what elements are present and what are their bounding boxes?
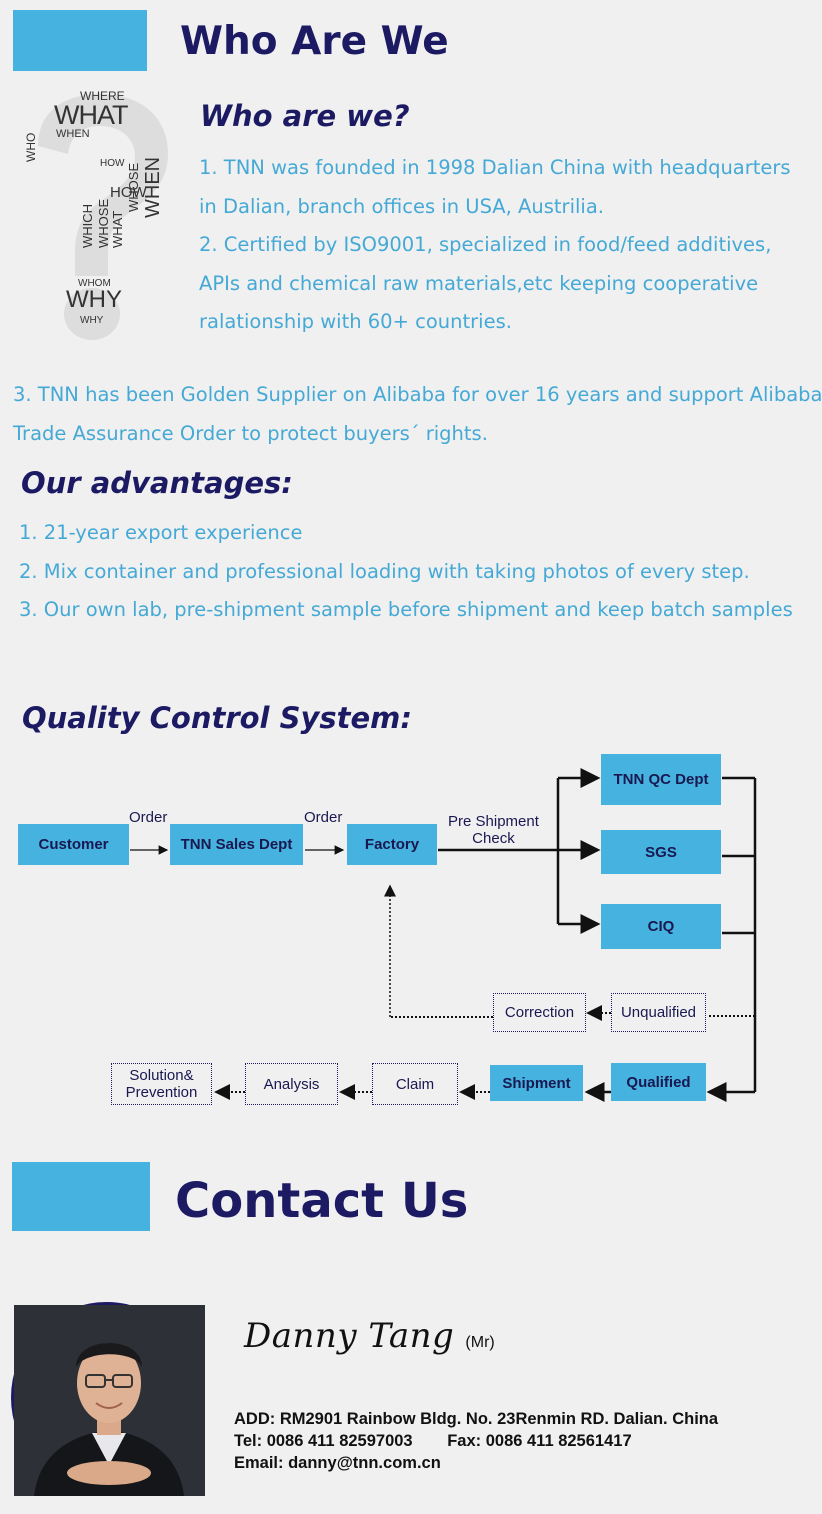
contact-fax: Fax: 0086 411 82561417 [447, 1432, 632, 1450]
node-solution-line2: Prevention [125, 1084, 198, 1101]
label-pre-shipment-line1: Pre Shipment [448, 813, 539, 830]
node-shipment: Shipment [490, 1065, 583, 1101]
label-pre-shipment: Pre Shipment Check [448, 813, 539, 847]
contact-name: Danny Tang (Mr) [244, 1316, 495, 1356]
word-which: WHICH [80, 203, 95, 248]
advantages-heading: Our advantages: [21, 466, 293, 500]
section-marker-who [13, 10, 147, 71]
advantage-item: 3. Our own lab, pre-shipment sample befo… [19, 598, 793, 621]
word-why-2: WHY [80, 315, 104, 326]
who-are-we-heading: Who Are We [180, 19, 449, 64]
node-qualified: Qualified [611, 1063, 706, 1101]
who-point-line: Trade Assurance Order to protect buyers´… [13, 421, 488, 445]
contact-name-signature: Danny Tang [244, 1316, 455, 1356]
node-claim: Claim [372, 1063, 458, 1105]
word-who: WHO [24, 132, 38, 162]
qc-flow-diagram: Customer TNN Sales Dept Factory Order Or… [0, 740, 800, 1120]
word-how-1: HOW [100, 158, 125, 169]
node-sgs: SGS [601, 830, 721, 874]
question-mark-graphic [38, 94, 168, 340]
advantage-item: 2. Mix container and professional loadin… [19, 559, 750, 583]
question-mark-word-cloud: WHERE WHAT WHEN WHO HOW WHOSE WHEN HOW W… [20, 86, 180, 346]
contact-details: ADD: RM2901 Rainbow Bldg. No. 23Renmin R… [234, 1408, 718, 1474]
word-whose-2: WHOSE [96, 198, 111, 248]
node-analysis: Analysis [245, 1063, 338, 1105]
who-point-3: 3. TNN has been Golden Supplier on Aliba… [13, 376, 822, 453]
node-unqualified: Unqualified [611, 993, 706, 1032]
avatar [11, 1302, 205, 1496]
word-whom: WHOM [78, 278, 111, 289]
contact-us-heading: Contact Us [175, 1173, 469, 1229]
word-why: WHY [66, 286, 122, 313]
label-order-2: Order [304, 809, 343, 826]
who-are-we-subheading: Who are we? [200, 99, 410, 133]
who-point-line: 1. TNN was founded in 1998 Dalian China … [199, 156, 791, 179]
word-where: WHERE [80, 89, 125, 103]
word-how-2: HOW [110, 184, 147, 201]
word-when: WHEN [56, 128, 90, 140]
contact-tel: Tel: 0086 411 82597003 [234, 1432, 413, 1450]
who-points: 1. TNN was founded in 1998 Dalian China … [199, 149, 791, 342]
advantage-item: 1. 21-year export experience [19, 521, 303, 544]
who-point-line: in Dalian, branch offices in USA, Austri… [199, 194, 604, 218]
portrait-illustration [14, 1305, 205, 1496]
who-point-line: APIs and chemical raw materials,etc keep… [199, 271, 759, 295]
who-point-line: 3. TNN has been Golden Supplier on Aliba… [13, 383, 822, 406]
section-marker-contact [12, 1162, 150, 1231]
who-point-line: 2. Certified by ISO9001, specialized in … [199, 233, 772, 256]
node-qc-dept: TNN QC Dept [601, 754, 721, 805]
word-what-2: WHAT [110, 210, 125, 248]
node-customer: Customer [18, 824, 129, 865]
who-point-line: ralationship with 60+ countries. [199, 310, 512, 333]
word-what: WHAT [54, 100, 128, 130]
node-solution-line1: Solution& [129, 1067, 194, 1084]
qc-heading: Quality Control System: [22, 701, 412, 735]
contact-email[interactable]: Email: danny@tnn.com.cn [234, 1454, 441, 1472]
contact-phone-row: Tel: 0086 411 82597003 Fax: 0086 411 825… [234, 1430, 718, 1452]
advantages-list: 1. 21-year export experience 2. Mix cont… [19, 514, 793, 630]
contact-address: ADD: RM2901 Rainbow Bldg. No. 23Renmin R… [234, 1410, 719, 1428]
flow-connectors [130, 768, 757, 1102]
node-ciq: CIQ [601, 904, 721, 949]
node-sales-dept: TNN Sales Dept [170, 824, 303, 865]
contact-title: (Mr) [465, 1334, 495, 1351]
node-factory: Factory [347, 824, 437, 865]
label-order-1: Order [129, 809, 168, 826]
node-solution-prevention: Solution& Prevention [111, 1063, 212, 1105]
label-pre-shipment-line2: Check [472, 830, 515, 847]
node-correction: Correction [493, 993, 586, 1032]
